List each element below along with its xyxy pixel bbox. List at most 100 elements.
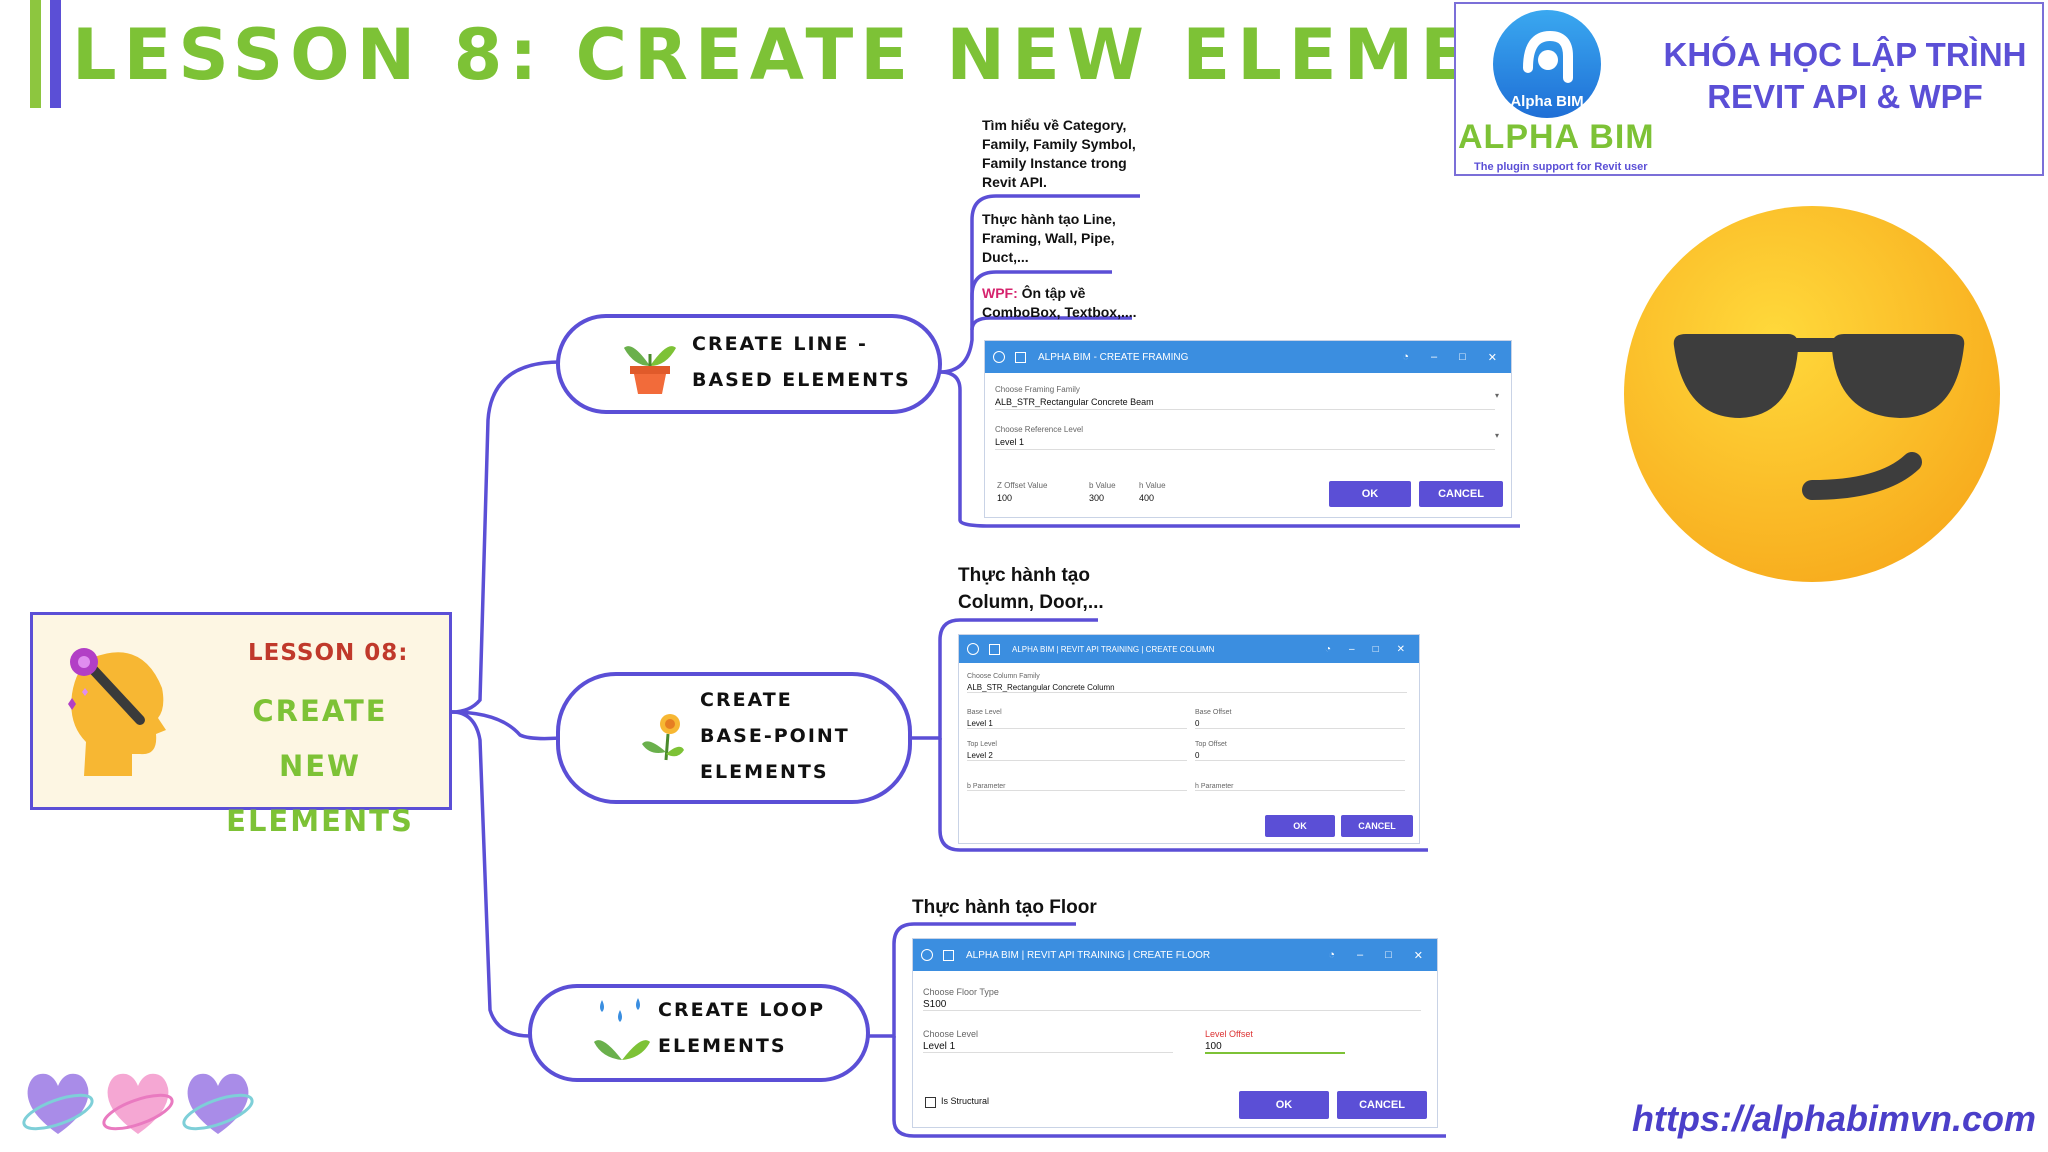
window-titlebar: ALPHA BIM | REVIT API TRAINING | CREATE … xyxy=(913,939,1437,971)
cancel-button[interactable]: CANCEL xyxy=(1341,815,1413,837)
note-line-framing-line: Thực hành tạo Line, xyxy=(982,211,1116,227)
window-create-floor: ALPHA BIM | REVIT API TRAINING | CREATE … xyxy=(912,938,1438,1128)
chevron-down-icon: ▾ xyxy=(1495,431,1500,440)
sunglasses-emoji-icon xyxy=(1622,204,2002,584)
close-button[interactable]: ✕ xyxy=(1487,351,1497,364)
framing-family-label: Choose Framing Family xyxy=(995,385,1080,394)
note-column-line: Thực hành tạo xyxy=(958,565,1090,586)
brand-tagline: The plugin support for Revit user xyxy=(1474,161,1648,173)
close-button[interactable]: ✕ xyxy=(1396,643,1405,655)
h-value-input[interactable]: 400 xyxy=(1139,493,1155,503)
branch1-label: CREATE LINE - BASED ELEMENTS xyxy=(692,326,911,398)
note-floor: Thực hành tạo Floor xyxy=(912,897,1097,918)
course-title: KHÓA HỌC LẬP TRÌNH REVIT API & WPF xyxy=(1650,34,2040,118)
app-icon xyxy=(967,643,979,655)
maximize-button[interactable]: □ xyxy=(1372,643,1379,655)
floor-type-select[interactable]: S100 xyxy=(923,999,1421,1011)
b-value-input[interactable]: 300 xyxy=(1089,493,1105,503)
window-title: ALPHA BIM | REVIT API TRAINING | CREATE … xyxy=(1012,644,1215,654)
maximize-button[interactable]: □ xyxy=(1459,350,1466,363)
cancel-button[interactable]: CANCEL xyxy=(1419,481,1503,507)
is-structural-checkbox[interactable] xyxy=(925,1097,936,1108)
note-wpf: WPF: Ôn tập về ComboBox, Textbox,.... xyxy=(982,284,1182,322)
root-line3: ELEMENTS xyxy=(226,804,414,838)
branch1-line1: CREATE LINE - xyxy=(692,333,868,355)
help-icon[interactable]: ◔ xyxy=(1402,350,1409,363)
b-value-label: b Value xyxy=(1089,481,1116,490)
sunflower-icon xyxy=(640,712,686,764)
window-titlebar: ALPHA BIM | REVIT API TRAINING | CREATE … xyxy=(959,635,1419,663)
help-icon[interactable]: ◔ xyxy=(1324,643,1331,655)
window-title: ALPHA BIM - CREATE FRAMING xyxy=(1038,351,1189,363)
b-parameter-select[interactable]: b Parameter xyxy=(967,783,1187,791)
window-title: ALPHA BIM | REVIT API TRAINING | CREATE … xyxy=(966,949,1211,961)
top-offset-label: Top Offset xyxy=(1195,741,1227,748)
floor-type-label: Choose Floor Type xyxy=(923,987,999,997)
help-icon[interactable]: ◔ xyxy=(1328,948,1335,961)
branch2-line1: CREATE xyxy=(700,689,793,711)
base-level-label: Base Level xyxy=(967,709,1002,716)
reference-level-label: Choose Reference Level xyxy=(995,425,1084,434)
branch3-line2: ELEMENTS xyxy=(658,1035,787,1057)
top-level-select[interactable]: Level 2 xyxy=(967,751,1187,761)
minimize-button[interactable]: – xyxy=(1431,350,1438,363)
app-icon xyxy=(993,351,1005,363)
ok-button[interactable]: OK xyxy=(1265,815,1335,837)
chevron-down-icon: ▾ xyxy=(1495,391,1500,400)
close-button[interactable]: ✕ xyxy=(1413,949,1423,962)
is-structural-label: Is Structural xyxy=(941,1096,990,1106)
window-create-column: ALPHA BIM | REVIT API TRAINING | CREATE … xyxy=(958,634,1420,844)
ok-button[interactable]: OK xyxy=(1239,1091,1329,1119)
plant-pot-icon xyxy=(622,332,678,394)
column-family-select[interactable]: ALB_STR_Rectangular Concrete Column xyxy=(967,683,1407,693)
minimize-button[interactable]: – xyxy=(1357,948,1364,961)
note-column: Thực hành tạo Column, Door,... xyxy=(958,562,1158,616)
note-line-framing-line: Duct,... xyxy=(982,249,1029,265)
reference-level-select[interactable]: Level 1 xyxy=(995,437,1495,450)
branch-base-point xyxy=(556,672,912,804)
choose-level-select[interactable]: Level 1 xyxy=(923,1041,1173,1053)
branch2-label: CREATE BASE-POINT ELEMENTS xyxy=(700,682,850,790)
note-line-framing: Thực hành tạo Line, Framing, Wall, Pipe,… xyxy=(982,210,1182,267)
note-column-line: Column, Door,... xyxy=(958,592,1104,613)
framing-family-select[interactable]: ALB_STR_Rectangular Concrete Beam xyxy=(995,397,1495,410)
website-link[interactable]: https://alphabimvn.com xyxy=(1632,1098,2037,1139)
app-icon xyxy=(921,949,933,961)
root-line2: CREATE NEW xyxy=(252,694,388,783)
note-wpf-text: Ôn tập về xyxy=(1017,285,1086,301)
note-line-framing-line: Framing, Wall, Pipe, xyxy=(982,230,1115,246)
note-category-line: Revit API. xyxy=(982,174,1047,190)
minimize-button[interactable]: – xyxy=(1349,643,1355,655)
grid-icon xyxy=(943,949,954,961)
base-offset-input[interactable]: 0 xyxy=(1195,719,1405,729)
choose-level-label: Choose Level xyxy=(923,1029,979,1039)
page-title: LESSON 8: CREATE NEW ELEMENTS xyxy=(72,14,1653,96)
level-offset-input[interactable]: 100 xyxy=(1205,1041,1345,1054)
root-subtitle: CREATE NEW ELEMENTS xyxy=(218,684,422,849)
base-level-select[interactable]: Level 1 xyxy=(967,719,1187,729)
title-accent-green xyxy=(30,0,41,108)
branch3-label: CREATE LOOP ELEMENTS xyxy=(658,992,825,1064)
note-category: Tìm hiểu về Category, Family, Family Sym… xyxy=(982,116,1182,192)
base-offset-label: Base Offset xyxy=(1195,709,1232,716)
branch2-line3: ELEMENTS xyxy=(700,761,829,783)
z-offset-input[interactable]: 100 xyxy=(997,493,1013,503)
level-offset-label: Level Offset xyxy=(1205,1029,1253,1039)
h-value-label: h Value xyxy=(1139,481,1166,490)
column-family-label: Choose Column Family xyxy=(967,673,1040,680)
branch-loop xyxy=(528,984,870,1082)
branch2-line2: BASE-POINT xyxy=(700,725,850,747)
cancel-button[interactable]: CANCEL xyxy=(1337,1091,1427,1119)
note-wpf-line2: ComboBox, Textbox,.... xyxy=(982,304,1137,320)
h-parameter-select[interactable]: h Parameter xyxy=(1195,783,1405,791)
z-offset-label: Z Offset Value xyxy=(997,481,1048,490)
water-drops-icon xyxy=(592,996,654,1064)
top-offset-input[interactable]: 0 xyxy=(1195,751,1405,761)
course-line2: REVIT API & WPF xyxy=(1707,78,1983,115)
note-wpf-prefix: WPF: xyxy=(982,285,1018,301)
branch-line-based xyxy=(556,314,942,414)
maximize-button[interactable]: □ xyxy=(1385,948,1392,961)
ok-button[interactable]: OK xyxy=(1329,481,1411,507)
top-level-label: Top Level xyxy=(967,741,997,748)
